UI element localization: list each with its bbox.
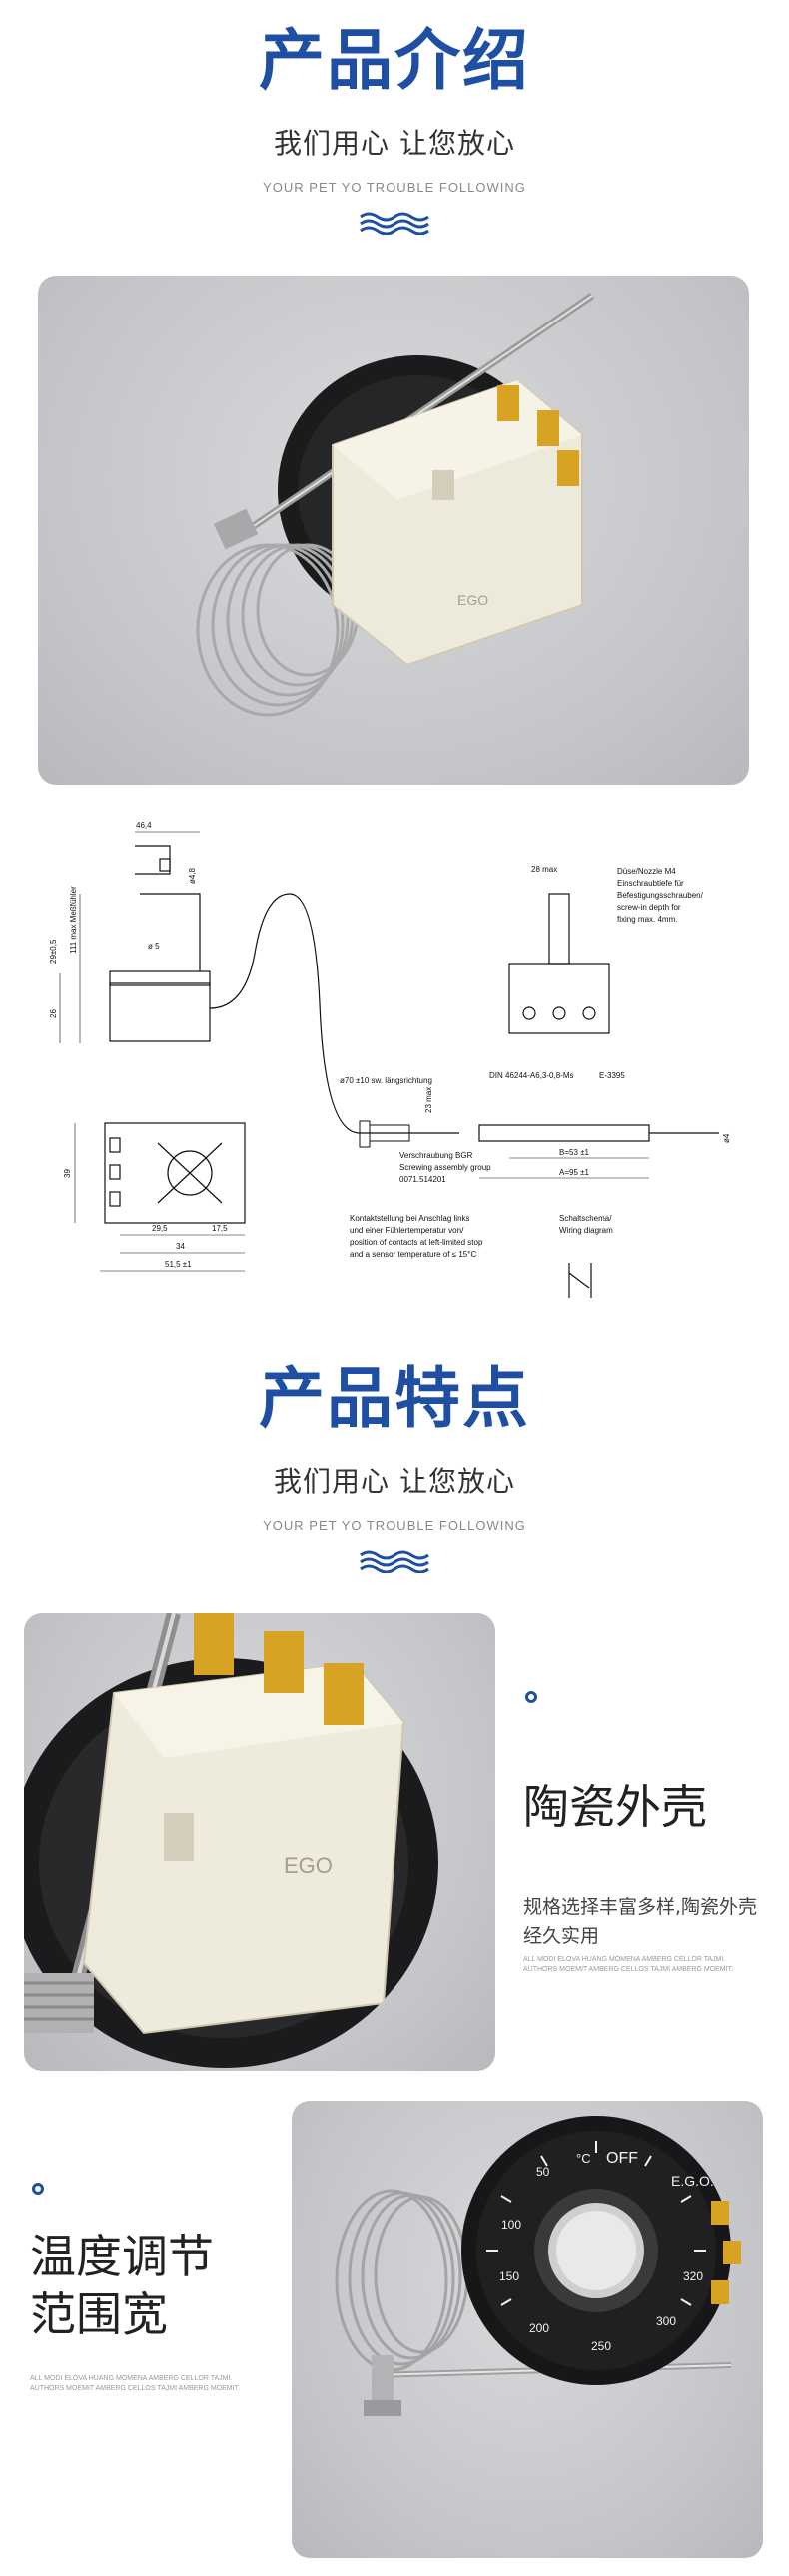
note-nozzle-1: Einschraubtiefe für [617, 879, 684, 888]
temperature-dial-illustration: OFF °C E.G.O. 50 100 150 200 250 300 320 [335, 2116, 741, 2416]
note-screw-1: Screwing assembly group [399, 1163, 491, 1172]
dim-d10: E-3395 [599, 1071, 625, 1080]
wave-decoration-icon [360, 1550, 429, 1573]
intro-subtitle: 我们用心 让您放心 [274, 127, 515, 160]
dim-d6: ø 5 [148, 942, 160, 951]
dim-d18: 34 [176, 1242, 185, 1251]
dim-d8: ø70 ±10 sw. längsrichtung [340, 1076, 432, 1085]
dial-brand-label: E.G.O. [671, 2173, 714, 2189]
note-wiring-1: Wiring diagram [559, 1226, 613, 1235]
note-contact-3: and a sensor temperature of ≤ 15°C [350, 1250, 476, 1259]
housing-print-text: EGO [284, 1853, 333, 1878]
wave-decoration-icon [360, 212, 429, 235]
product-photo-overview: EGO [38, 276, 749, 785]
intro-title: 产品介绍 [259, 22, 530, 99]
dial-tick-250: 250 [591, 2339, 611, 2353]
dial-tick-200: 200 [529, 2321, 549, 2335]
product-photo-dial: OFF °C E.G.O. 50 100 150 200 250 300 320 [292, 2101, 763, 2558]
feature2-title: 温度调节 范围宽 [30, 2229, 214, 2343]
features-subtitle: 我们用心 让您放心 [274, 1465, 515, 1498]
dim-d12: ø4 [722, 1133, 731, 1143]
intro-english-line: YOUR PET YO TROUBLE FOLLOWING [263, 180, 526, 195]
note-nozzle-2: Befestigungsschrauben/ [617, 891, 704, 900]
thermostat-illustration: EGO [196, 293, 594, 717]
note-screw-2: 0071.514201 [399, 1175, 446, 1184]
dim-d7: 28 max [531, 865, 557, 874]
note-nozzle-0: Düse/Nozzle M4 [617, 867, 676, 876]
dial-tick-150: 150 [499, 2269, 519, 2283]
feature-bullet-dot [525, 1691, 537, 1703]
feature2-fine-print: ALL MODI ELOVA HUANG MOMENA AMBERG CELLO… [30, 2375, 241, 2392]
features-title: 产品特点 [259, 1360, 530, 1437]
dial-tick-300: 300 [656, 2314, 676, 2328]
dim-d4: 29±0,5 [49, 939, 58, 964]
dim-d11: 23 max [424, 1087, 433, 1113]
dial-tick-100: 100 [501, 2218, 521, 2232]
note-wiring-0: Schaltschema/ [559, 1214, 612, 1223]
dim-d2: ø4,8 [188, 867, 197, 884]
dim-d17: 17,5 [212, 1224, 228, 1233]
dim-d13: B=53 ±1 [559, 1148, 590, 1157]
feature2-title-line2: 范围宽 [30, 2286, 168, 2341]
dim-d15: 39 [63, 1169, 72, 1178]
feature1-title: 陶瓷外壳 [523, 1780, 707, 1834]
product-photo-ceramic: EGO [24, 1613, 495, 2071]
dial-unit-label: °C [576, 2151, 591, 2166]
feature-bullet-dot [32, 2183, 44, 2195]
dim-d3: 111 max Meßfühler [69, 886, 78, 954]
dim-d1: 46,4 [136, 821, 152, 830]
dim-d9: DIN 46244-A6,3-0,8-Ms [489, 1071, 573, 1080]
features-english-line: YOUR PET YO TROUBLE FOLLOWING [263, 1518, 526, 1533]
feature1-description: 规格选择丰富多样,陶瓷外壳经久实用 [523, 1896, 758, 1948]
dial-tick-50: 50 [536, 2165, 550, 2179]
dim-d14: A=95 ±1 [559, 1168, 590, 1177]
note-contact-2: position of contacts at left-limited sto… [350, 1238, 483, 1247]
feature1-fine-print: ALL MODI ELOVA HUANG MOMENA AMBERG CELLO… [523, 1956, 734, 1973]
feature2-title-line1: 温度调节 [30, 2230, 214, 2283]
dial-tick-320: 320 [683, 2269, 703, 2283]
housing-print-text: EGO [457, 592, 488, 608]
note-screw-0: Verschraubung BGR [399, 1151, 473, 1160]
intro-header: 产品介绍 我们用心 让您放心 YOUR PET YO TROUBLE FOLLO… [0, 28, 789, 235]
dim-d19: 51,5 ±1 [165, 1260, 192, 1269]
dim-d16: 29,5 [152, 1224, 168, 1233]
ceramic-housing-illustration: EGO [24, 1613, 438, 2068]
dim-d5: 26 [49, 1009, 58, 1018]
note-nozzle-4: fixing max. 4mm. [617, 915, 677, 924]
features-header: 产品特点 我们用心 让您放心 YOUR PET YO TROUBLE FOLLO… [0, 1366, 789, 1573]
note-contact-1: und einer Fühlertemperatur von/ [350, 1226, 464, 1235]
note-nozzle-3: screw-in depth for [617, 903, 681, 912]
note-contact-0: Kontaktstellung bei Anschlag links [350, 1214, 470, 1223]
technical-drawing: 46,4 ø4,8 111 max Meßfühler 29±0,5 26 ø … [49, 821, 731, 1298]
dial-off-label: OFF [606, 2150, 638, 2167]
